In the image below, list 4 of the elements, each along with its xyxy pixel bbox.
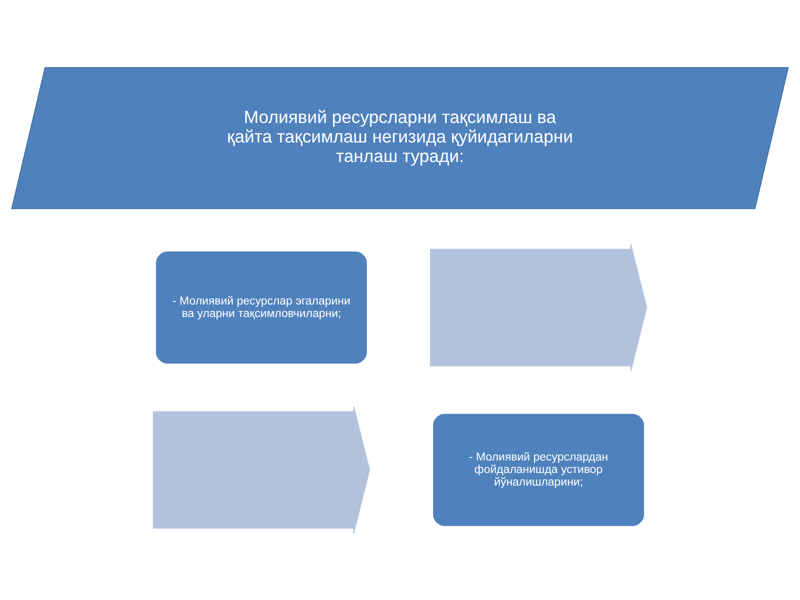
node-box: - Молиявий ресурслардан фойдаланишда устивор йўналишларини;: [433, 413, 644, 526]
node-arrow: [430, 243, 648, 372]
node-box: - Молиявий ресурслар эгаларини ва уларни тақсимловчиларни;: [156, 251, 367, 364]
node-arrow: [152, 405, 370, 534]
